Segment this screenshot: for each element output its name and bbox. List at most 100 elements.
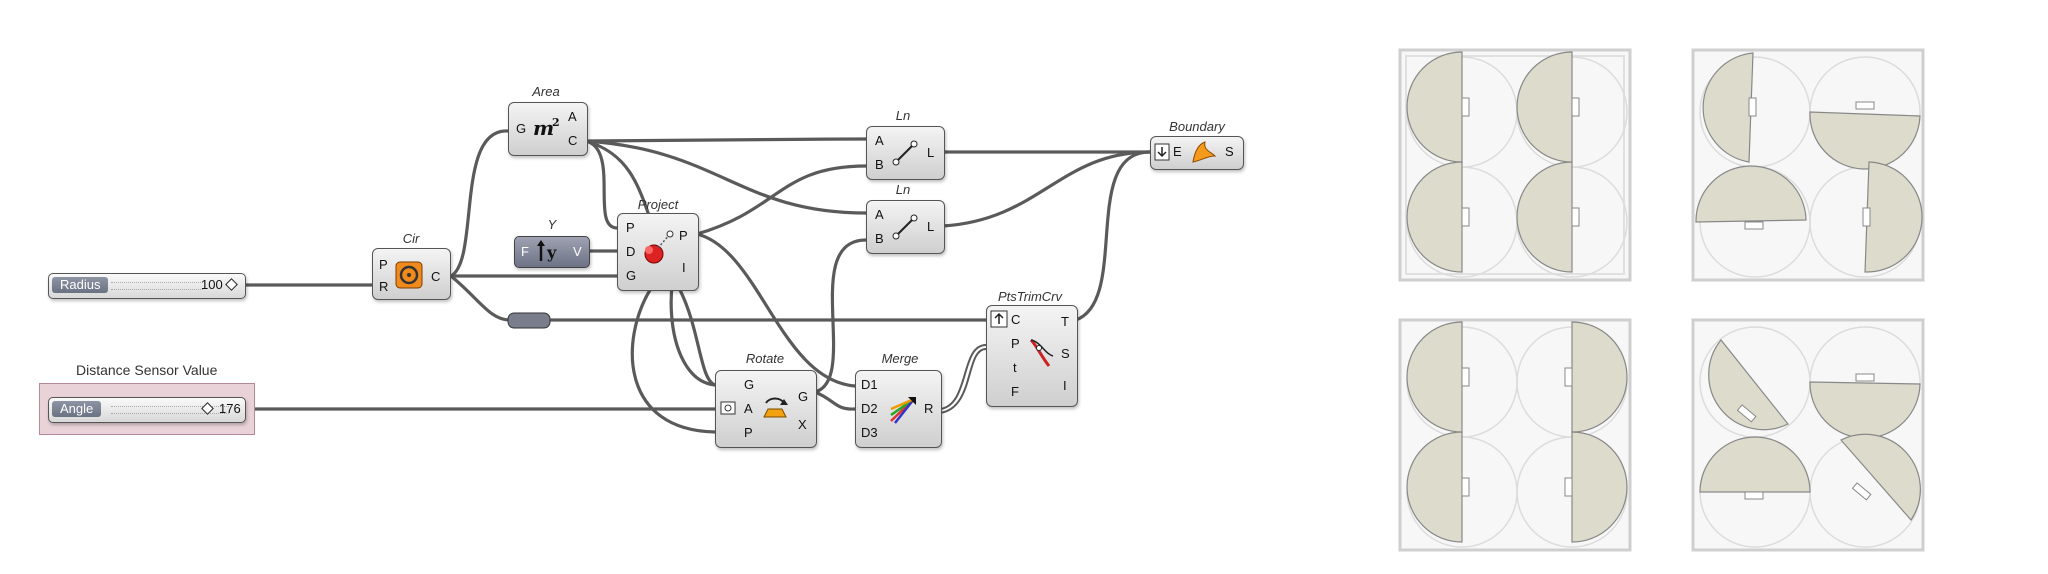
- project-input-g[interactable]: G: [626, 268, 637, 283]
- rotate-title: Rotate: [745, 351, 785, 366]
- merge-input-d1[interactable]: D1: [861, 377, 878, 392]
- wire-merge-trim-b: [939, 348, 987, 414]
- svg-text:y: y: [546, 243, 557, 262]
- boundary-component[interactable]: E S: [1150, 136, 1244, 170]
- merge-icon: [890, 397, 916, 424]
- render-view-2: [1691, 48, 1925, 282]
- flatten-icon: [1154, 143, 1170, 161]
- wire-ln2-boundary: [941, 150, 1152, 228]
- radius-slider[interactable]: Radius 100: [48, 273, 246, 299]
- wire-area-ln1a: [584, 137, 868, 143]
- area-m2-icon: m2: [533, 116, 560, 140]
- ln2-component[interactable]: A B L: [866, 200, 945, 254]
- wires: [244, 129, 1152, 434]
- project-input-d[interactable]: D: [626, 244, 636, 259]
- wire-merge-trim: [939, 344, 987, 410]
- line-icon: [892, 214, 918, 240]
- cir-input-r[interactable]: R: [379, 279, 389, 294]
- cir-title: Cir: [402, 231, 420, 246]
- ptstrim-output-s[interactable]: S: [1061, 346, 1070, 361]
- area-title: Area: [532, 84, 560, 99]
- area-output-a[interactable]: A: [568, 109, 577, 124]
- y-vector-icon: y: [537, 240, 557, 262]
- rotate-input-a[interactable]: A: [744, 401, 753, 416]
- area-input-g[interactable]: G: [516, 121, 527, 136]
- ln2-title: Ln: [895, 182, 911, 197]
- boundary-output-s[interactable]: S: [1225, 144, 1234, 159]
- ln2-input-b[interactable]: B: [875, 231, 884, 246]
- wire-area-project: [584, 139, 619, 230]
- ln1-title: Ln: [895, 108, 911, 123]
- boundary-title: Boundary: [1169, 119, 1225, 134]
- radius-slider-value: 100: [201, 277, 223, 292]
- project-component[interactable]: P D G P I: [617, 213, 699, 291]
- angle-slider-label: Angle: [52, 401, 102, 417]
- wire-area-ln2a: [584, 139, 868, 215]
- cir-output-c[interactable]: C: [431, 269, 441, 284]
- cir-input-p[interactable]: P: [379, 257, 388, 272]
- rotate-input-g[interactable]: G: [744, 377, 755, 392]
- ptstrim-output-t[interactable]: T: [1061, 314, 1069, 329]
- rotate-output-x[interactable]: X: [798, 417, 807, 432]
- project-output-i[interactable]: I: [682, 260, 686, 275]
- relay-node[interactable]: [507, 312, 551, 329]
- merge-title: Merge: [881, 351, 919, 366]
- render-view-3: [1398, 318, 1632, 552]
- ln1-input-b[interactable]: B: [875, 157, 884, 172]
- angle-slider-track[interactable]: [111, 406, 229, 414]
- circle-icon: [395, 261, 423, 289]
- wire-cir-area: [449, 129, 510, 278]
- angle-slider-value: 176: [219, 401, 241, 416]
- cir-component[interactable]: P R C: [372, 248, 451, 300]
- angle-slider[interactable]: Angle 176: [48, 397, 246, 423]
- ln1-component[interactable]: A B L: [866, 126, 945, 180]
- wire-rotate-merge: [813, 390, 857, 411]
- svg-text:2: 2: [552, 116, 560, 129]
- ptstrimcrv-component[interactable]: C P t F T S I: [986, 305, 1078, 407]
- ptstrim-input-t[interactable]: t: [1013, 360, 1017, 375]
- boundary-input-e[interactable]: E: [1173, 144, 1182, 159]
- wire-rotate-ln2b: [813, 238, 868, 394]
- radius-slider-track[interactable]: [111, 282, 203, 290]
- wire-trim-boundary: [1074, 150, 1152, 322]
- group-title: Distance Sensor Value: [76, 362, 218, 378]
- y-title: Y: [547, 217, 557, 232]
- ptstrim-output-i[interactable]: I: [1063, 378, 1067, 393]
- render-view-4: [1691, 318, 1925, 552]
- y-vector-component[interactable]: F y V: [514, 236, 590, 268]
- degrees-icon: [720, 401, 736, 415]
- project-output-p[interactable]: P: [679, 228, 688, 243]
- rotate-output-g[interactable]: G: [798, 389, 809, 404]
- wire-project-rotate-p2: [630, 288, 717, 434]
- ln1-input-a[interactable]: A: [875, 133, 884, 148]
- ptstrim-input-f[interactable]: F: [1011, 384, 1019, 399]
- svg-text:m: m: [533, 116, 554, 140]
- ptstrim-title: PtsTrimCrv: [997, 289, 1063, 304]
- ptstrim-input-c[interactable]: C: [1011, 312, 1021, 327]
- project-icon: [644, 230, 674, 264]
- line-icon: [892, 140, 918, 166]
- y-output-v[interactable]: V: [573, 244, 582, 259]
- project-input-p[interactable]: P: [626, 220, 635, 235]
- merge-component[interactable]: D1 D2 D3 R: [855, 370, 942, 448]
- trim-curve-icon: [1029, 338, 1054, 367]
- merge-input-d2[interactable]: D2: [861, 401, 878, 416]
- graft-icon: [990, 310, 1008, 328]
- rotate-icon: [763, 397, 788, 418]
- rotate-input-p[interactable]: P: [744, 425, 753, 440]
- ln2-input-a[interactable]: A: [875, 207, 884, 222]
- merge-output-r[interactable]: R: [924, 401, 934, 416]
- project-title: Project: [637, 197, 679, 212]
- ln2-output-l[interactable]: L: [927, 219, 935, 234]
- render-views: [1398, 48, 1925, 552]
- radius-slider-knob[interactable]: [225, 278, 238, 291]
- area-output-c[interactable]: C: [568, 133, 578, 148]
- boundary-surface-icon: [1192, 141, 1217, 163]
- rotate-component[interactable]: G A P G X: [715, 370, 817, 448]
- y-input-f[interactable]: F: [521, 244, 529, 259]
- merge-input-d3[interactable]: D3: [861, 425, 878, 440]
- ptstrim-input-p[interactable]: P: [1011, 336, 1020, 351]
- ln1-output-l[interactable]: L: [927, 145, 935, 160]
